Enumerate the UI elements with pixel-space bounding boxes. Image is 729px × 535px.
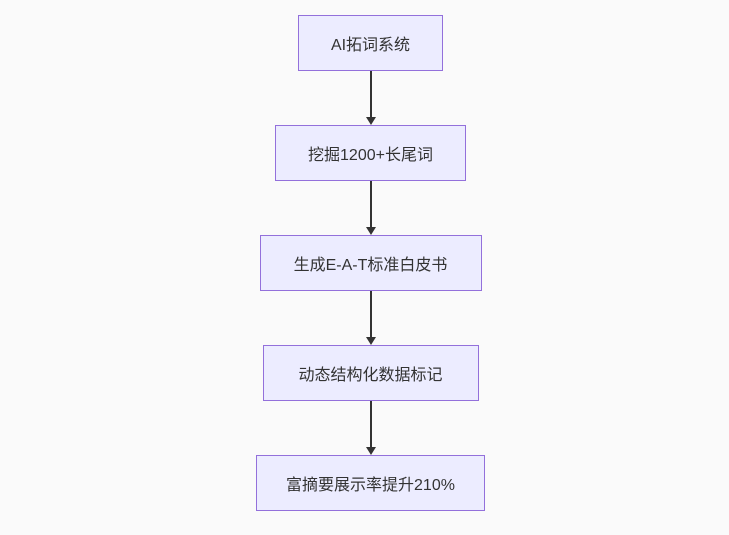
- arrow-line: [369, 71, 372, 117]
- flow-node-rich-snippet-rate-increase: 富摘要展示率提升210%: [256, 455, 485, 511]
- flow-edge-4: [365, 401, 376, 455]
- arrow-down-icon: [365, 447, 376, 455]
- flow-edge-3: [365, 291, 376, 345]
- flowchart-canvas: AI拓词系统 挖掘1200+长尾词 生成E-A-T标准白皮书 动态结构化数据标记…: [6, 0, 729, 535]
- arrow-line: [369, 291, 372, 337]
- flow-edge-2: [365, 181, 376, 235]
- flow-node-generate-eat-whitepaper: 生成E-A-T标准白皮书: [259, 235, 482, 291]
- arrow-down-icon: [365, 227, 376, 235]
- flow-node-mine-longtail-keywords: 挖掘1200+长尾词: [275, 125, 466, 181]
- arrow-down-icon: [365, 337, 376, 345]
- flow-edge-1: [365, 71, 376, 125]
- arrow-down-icon: [365, 117, 376, 125]
- flow-node-ai-word-expansion-system: AI拓词系统: [298, 15, 443, 71]
- flow-node-dynamic-structured-data-markup: 动态结构化数据标记: [262, 345, 479, 401]
- arrow-line: [369, 401, 372, 447]
- arrow-line: [369, 181, 372, 227]
